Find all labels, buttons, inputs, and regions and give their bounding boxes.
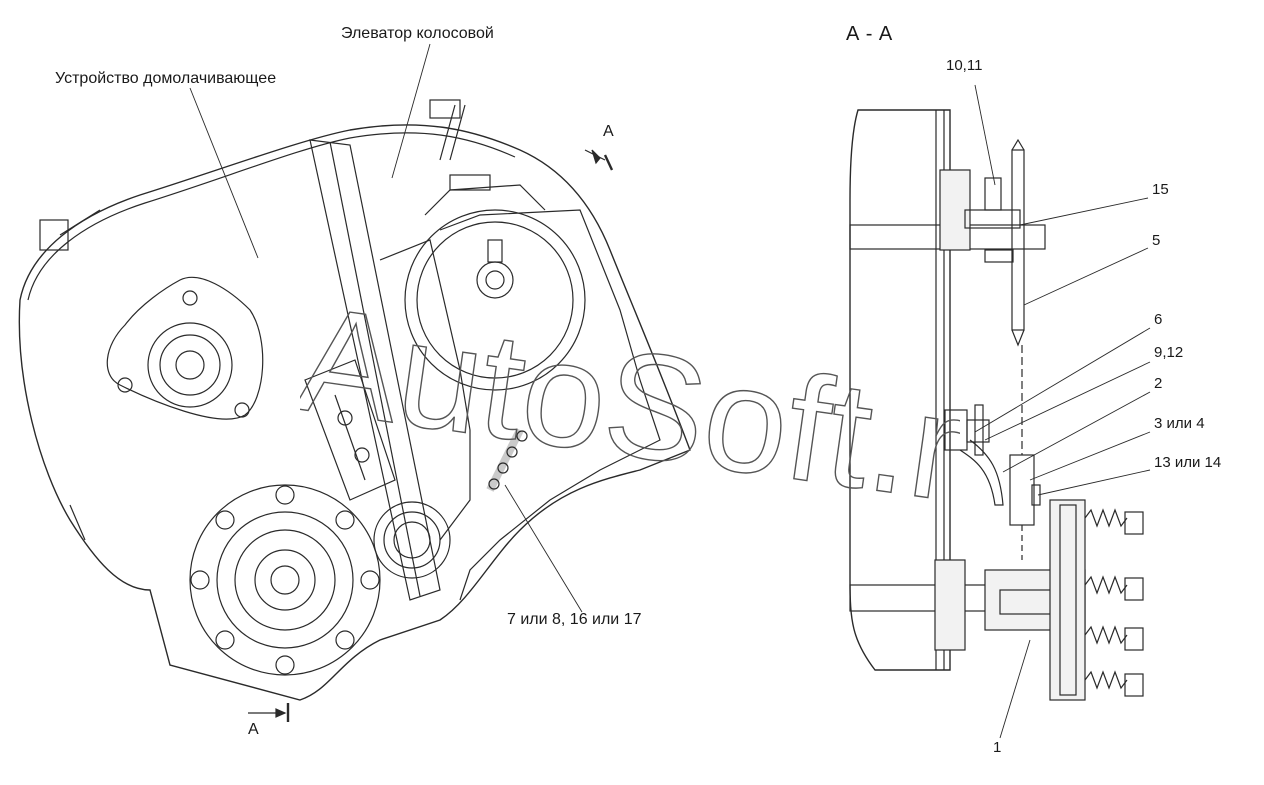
label-parts-7-8-16-17: 7 или 8, 16 или 17: [507, 611, 642, 628]
label-elevator: Элеватор колосовой: [341, 25, 494, 42]
left-leaders: [189, 43, 583, 613]
label-part-2: 2: [1154, 375, 1163, 392]
label-part-15: 15: [1152, 181, 1169, 198]
label-part-10-11: 10,11: [946, 57, 983, 74]
elevator-sprocket: [404, 99, 586, 391]
lower-hub-flange: [189, 484, 381, 676]
spring-assemblies: [1084, 508, 1144, 697]
watermark-text: AutoSoft.ru: [300, 274, 960, 520]
label-threshing-unit: Устройство домолачивающее: [55, 70, 277, 87]
triangle-flange: [106, 276, 264, 420]
section-title: A - A: [846, 23, 894, 45]
top-shaft-assembly: [849, 138, 1046, 347]
elevator-lower-plate: [379, 209, 661, 601]
idler-roller: [373, 501, 451, 579]
label-part-13-14: 13 или 14: [1154, 454, 1222, 471]
cut-marker-top-label: A: [603, 123, 614, 140]
label-part-1: 1: [993, 739, 1002, 756]
cut-marker-bottom-label: A: [248, 721, 259, 738]
housing-outline: [18, 124, 691, 701]
label-part-3-4: 3 или 4: [1154, 415, 1205, 432]
tensioner-plate: [304, 359, 396, 501]
partition-panel: [309, 139, 441, 601]
right-leaders: [974, 84, 1151, 739]
left-bracket: [39, 209, 101, 541]
cut-markers: [248, 149, 614, 722]
label-part-6: 6: [1154, 311, 1163, 328]
chain-links: [486, 428, 528, 492]
label-part-9-12: 9,12: [1154, 344, 1184, 361]
watermark: AutoSoft.ru: [300, 273, 960, 520]
bottom-shaft-assembly: [849, 499, 1086, 701]
label-part-5: 5: [1152, 232, 1161, 249]
